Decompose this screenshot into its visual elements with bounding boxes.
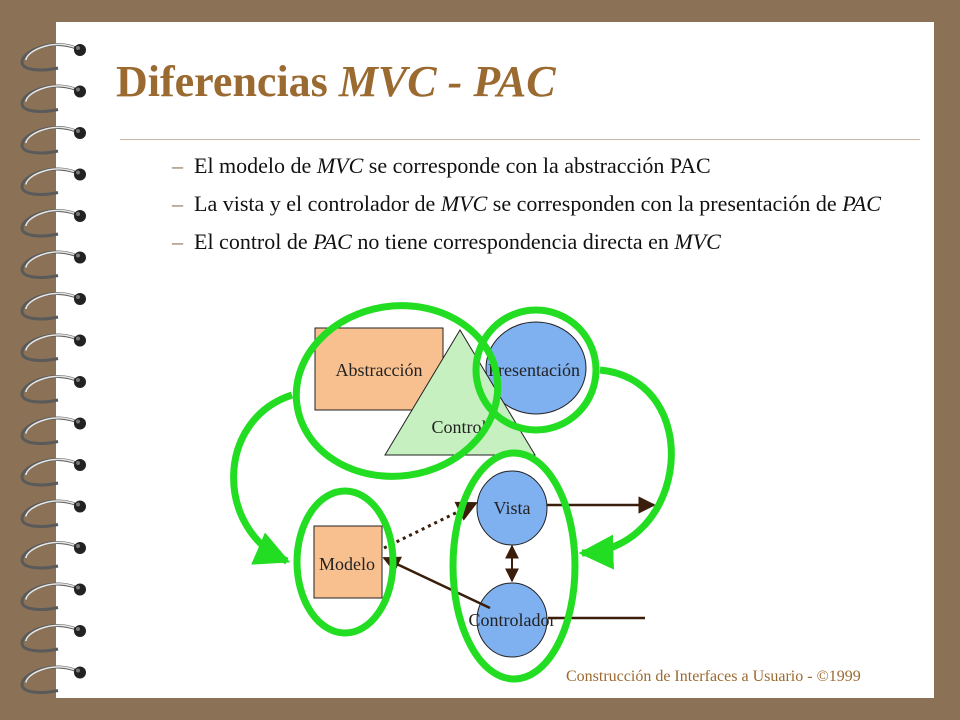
- bullet-text: El control de: [194, 229, 314, 254]
- presentacion-circle: [485, 321, 587, 415]
- modelo-label: Modelo: [319, 554, 375, 574]
- bullet-item: – El control de PAC no tiene corresponde…: [172, 228, 892, 256]
- bullet-text: se corresponden con la presentación de: [487, 191, 843, 216]
- binding-ring-icon: [20, 84, 86, 113]
- bullet-italic: MVC: [440, 191, 488, 216]
- binding-ring-icon: [20, 499, 86, 528]
- binding-ring-icon: [20, 250, 86, 279]
- binding-ring-icon: [20, 126, 86, 155]
- bullet-text: se corresponde con la abstracción PAC: [363, 153, 711, 178]
- abstraccion-label: Abstracción: [336, 360, 423, 380]
- bullet-italic: MVC: [674, 229, 721, 254]
- presentacion-label: Presentación: [488, 360, 580, 380]
- modelo-highlight: [293, 487, 397, 637]
- binding-ring-icon: [20, 209, 86, 238]
- abstraccion-modelo-arrow: [230, 391, 294, 565]
- title-italic: MVC - PAC: [338, 57, 556, 106]
- title-main: Diferencias: [116, 57, 339, 106]
- vista-label: Vista: [494, 498, 531, 518]
- control-label: Control: [431, 417, 486, 437]
- title-divider: [120, 139, 920, 140]
- binding-ring-icon: [20, 375, 86, 404]
- binding-ring-icon: [20, 333, 86, 362]
- presentacion-vista-arrow: [578, 366, 675, 570]
- binding-ring-icon: [20, 582, 86, 611]
- binding-ring-icon: [20, 416, 86, 445]
- controlador-modelo-arrow: [382, 556, 491, 610]
- binding-ring-icon: [20, 458, 86, 487]
- vista-controlador-highlight: [449, 449, 579, 683]
- binding-ring-icon: [20, 43, 86, 72]
- bullet-text: no tiene correspondencia directa en: [351, 229, 675, 254]
- bullet-italic: MVC: [316, 153, 364, 178]
- slide-footer: Construcción de Interfaces a Usuario - ©…: [566, 668, 861, 685]
- binding-ring-icon: [20, 167, 86, 196]
- binding-ring-icon: [20, 624, 86, 653]
- binding-ring-icon: [20, 541, 86, 570]
- controlador-circle: [476, 582, 548, 658]
- bullet-italic: PAC: [842, 191, 881, 216]
- bullet-dash: –: [172, 191, 183, 216]
- bullet-italic: PAC: [313, 229, 352, 254]
- presentacion-highlight: [472, 306, 600, 434]
- modelo-box: [313, 525, 383, 599]
- bullet-dash: –: [172, 153, 183, 178]
- abstraccion-highlight: [292, 302, 502, 480]
- bullet-item: – La vista y el controlador de MVC se co…: [172, 190, 892, 218]
- controlador-label: Controlador: [469, 610, 556, 630]
- bullet-text: La vista y el controlador de: [194, 191, 441, 216]
- bullet-item: – El modelo de MVC se corresponde con la…: [172, 152, 892, 180]
- bullet-text: El modelo de: [194, 153, 317, 178]
- bullet-dash: –: [172, 229, 183, 254]
- slide-title: Diferencias MVC - PAC: [116, 56, 556, 107]
- bullet-list: – El modelo de MVC se corresponde con la…: [172, 152, 892, 266]
- binding-ring-icon: [20, 665, 86, 694]
- binding-ring-icon: [20, 292, 86, 321]
- spiral-binding-icon: [20, 43, 86, 694]
